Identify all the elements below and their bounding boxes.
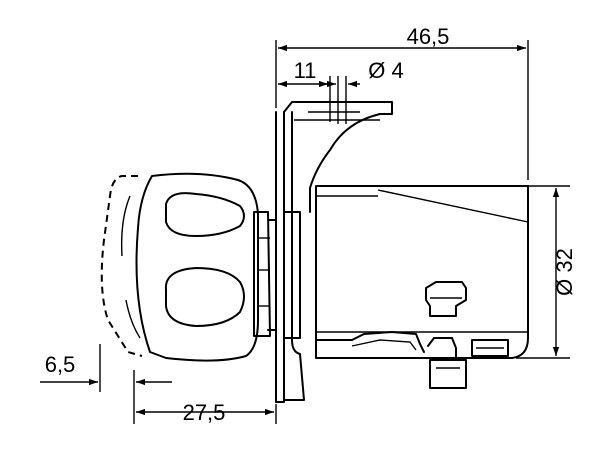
knob-lower-grip: [164, 267, 245, 327]
dim-body-diameter: Ø 32: [552, 248, 577, 296]
dim-bracket-offset: 11: [294, 58, 317, 83]
knob-upper-grip: [165, 192, 245, 237]
dim-knob-travel: 6,5: [45, 352, 76, 377]
switch-body: [315, 185, 529, 359]
knob: [100, 172, 259, 362]
dim-overall-length: 46,5: [407, 24, 450, 49]
dim-hole-diameter: Ø 4: [368, 58, 403, 83]
knob-shading: [120, 195, 141, 339]
mounting-panel: [275, 111, 285, 403]
dimension-lines: [40, 40, 570, 424]
terminal-tab: [429, 359, 467, 389]
terminals: [315, 331, 509, 389]
latch: [425, 281, 467, 317]
knob-pulled-outline: [100, 175, 143, 357]
dim-knob-depth: 27,5: [183, 400, 226, 425]
bracket: [283, 101, 393, 401]
knob-body: [135, 172, 259, 362]
